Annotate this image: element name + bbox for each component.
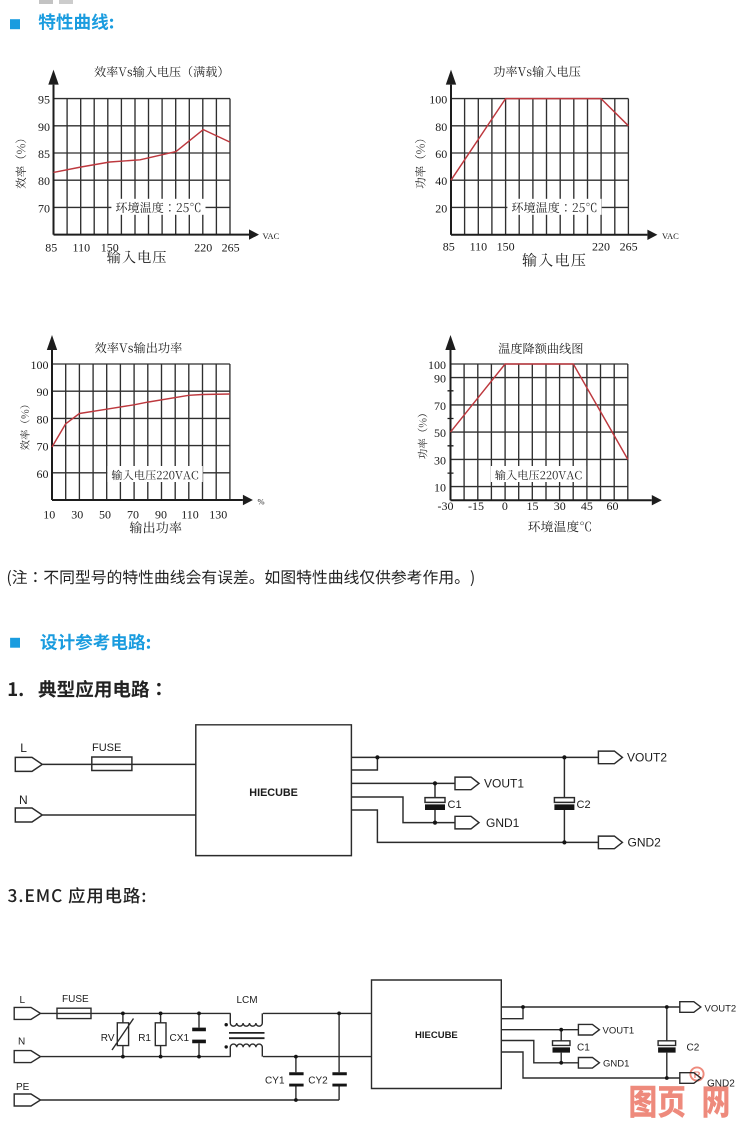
svg-text:-30: -30 [438,499,454,513]
svg-text:85: 85 [443,240,455,254]
svg-text:110: 110 [181,508,199,522]
svg-text:95: 95 [38,93,50,107]
svg-text:RV: RV [101,1033,115,1044]
svg-text:220: 220 [592,240,610,254]
svg-text:60: 60 [607,499,619,513]
svg-text:50: 50 [99,508,111,522]
svg-text:150: 150 [101,240,119,254]
svg-text:GND2: GND2 [628,836,662,850]
svg-text:110: 110 [73,240,91,254]
svg-text:VOUT2: VOUT2 [627,751,667,765]
svg-text:C2: C2 [687,1043,700,1054]
svg-text:LCM: LCM [237,995,258,1006]
svg-text:100: 100 [428,358,446,372]
svg-text:VOUT1: VOUT1 [603,1026,635,1037]
svg-text:30: 30 [71,508,83,522]
svg-text:HIECUBE: HIECUBE [249,787,298,799]
svg-text:L: L [20,995,26,1006]
svg-text:85: 85 [45,240,57,254]
svg-text:30: 30 [554,499,566,513]
svg-text:265: 265 [620,240,638,254]
svg-text:VAC: VAC [662,231,679,241]
svg-text:GND1: GND1 [486,816,520,830]
svg-text:80: 80 [435,120,447,134]
svg-text:110: 110 [470,240,488,254]
svg-text:C1: C1 [448,799,462,811]
svg-text:VOUT1: VOUT1 [484,777,524,791]
svg-text:N: N [18,1037,25,1048]
svg-text:CX1: CX1 [170,1033,190,1044]
svg-text:60: 60 [37,467,49,481]
svg-text:FUSE: FUSE [62,994,89,1005]
svg-text:CY2: CY2 [308,1075,328,1086]
svg-text:100: 100 [31,358,49,372]
svg-text:70: 70 [127,508,139,522]
svg-text:130: 130 [209,508,227,522]
svg-text:265: 265 [222,240,240,254]
svg-text:50: 50 [434,426,446,440]
svg-text:10: 10 [434,481,446,495]
svg-text:FUSE: FUSE [92,742,121,754]
svg-text:L: L [20,741,27,755]
svg-text:90: 90 [434,372,446,386]
svg-text:10: 10 [43,508,55,522]
svg-text:%: % [258,497,265,507]
svg-text:45: 45 [581,499,593,513]
svg-text:VOUT2: VOUT2 [705,1003,737,1014]
svg-text:0: 0 [502,499,508,513]
svg-text:150: 150 [497,240,515,254]
svg-text:220: 220 [194,240,212,254]
svg-text:80: 80 [37,412,49,426]
svg-text:40: 40 [435,174,447,188]
svg-text:GND1: GND1 [603,1059,629,1070]
svg-text:-15: -15 [468,499,484,513]
svg-text:90: 90 [155,508,167,522]
svg-text:80: 80 [38,174,50,188]
svg-text:85: 85 [38,147,50,161]
svg-text:PE: PE [16,1082,30,1093]
svg-text:70: 70 [38,201,50,215]
svg-text:70: 70 [37,440,49,454]
svg-text:90: 90 [37,385,49,399]
svg-text:VAC: VAC [263,231,280,241]
svg-text:C2: C2 [577,799,591,811]
svg-text:30: 30 [434,453,446,467]
svg-text:R1: R1 [138,1033,151,1044]
svg-text:100: 100 [429,93,447,107]
svg-text:70: 70 [434,399,446,413]
svg-text:HIECUBE: HIECUBE [415,1030,458,1041]
svg-text:15: 15 [527,499,539,513]
svg-text:60: 60 [435,147,447,161]
svg-text:N: N [19,793,28,807]
svg-text:GND2: GND2 [707,1079,735,1090]
svg-text:C1: C1 [577,1043,590,1054]
svg-text:CY1: CY1 [265,1075,285,1086]
svg-text:90: 90 [38,120,50,134]
svg-text:20: 20 [435,201,447,215]
